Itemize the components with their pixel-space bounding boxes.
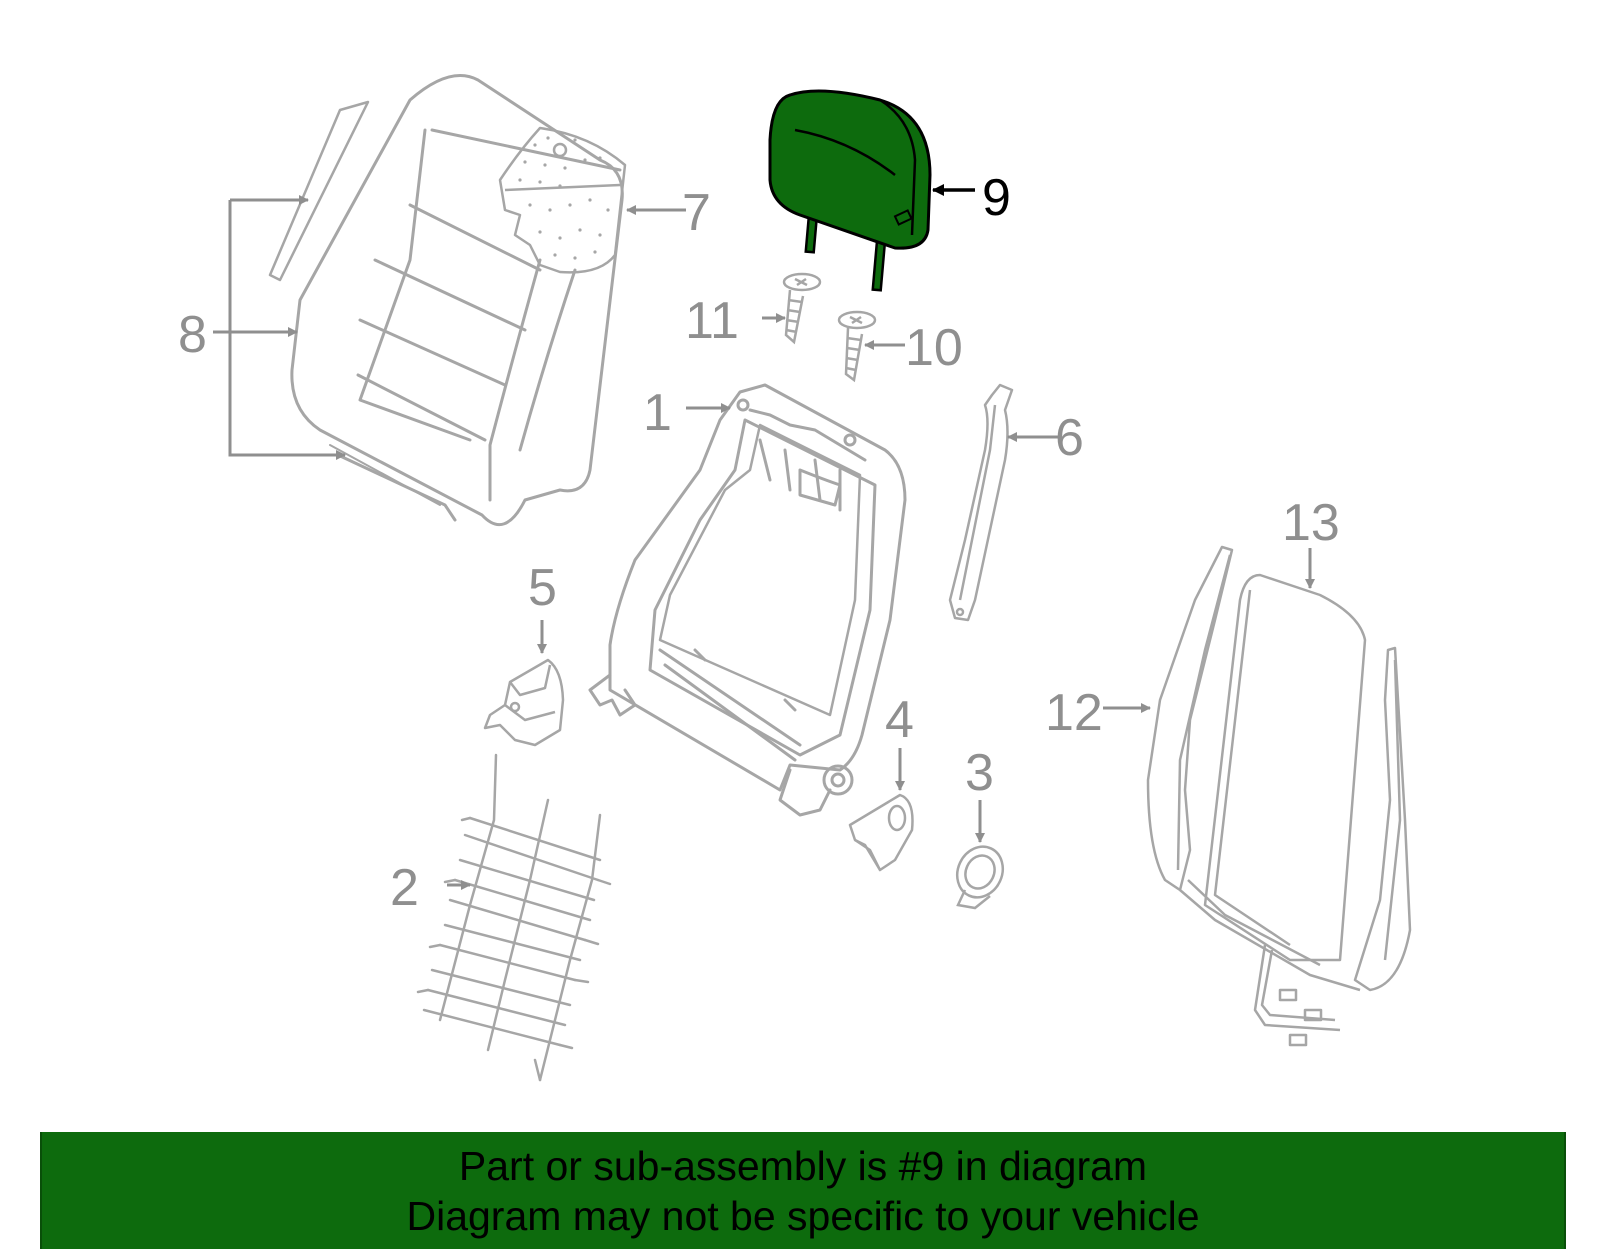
part-9-headrest[interactable] (768, 89, 932, 292)
callout-labels: 8 7 1 11 10 6 5 2 4 3 12 13 9 (178, 169, 1340, 917)
part-4-cover (848, 793, 914, 872)
callout-6: 6 (1055, 409, 1084, 467)
callout-10: 10 (905, 319, 963, 377)
part-10-screw (837, 310, 877, 383)
info-banner: Part or sub-assembly is #9 in diagram Di… (40, 1132, 1566, 1249)
callout-3: 3 (965, 744, 994, 802)
part-13-back-panel (1179, 573, 1412, 1047)
part-3-grommet (955, 845, 1005, 910)
callout-5: 5 (528, 559, 557, 617)
callout-1: 1 (643, 384, 672, 442)
leader-lines (213, 195, 1315, 890)
banner-line-part-number: Part or sub-assembly is #9 in diagram (458, 1142, 1148, 1189)
part-8-seat-back-cover (268, 74, 624, 526)
headrest-button-icon (893, 209, 913, 226)
callout-4: 4 (885, 691, 914, 749)
part-6-trim-strip (948, 383, 1014, 622)
callout-13: 13 (1282, 494, 1340, 552)
part-7-cover-insert (498, 126, 627, 274)
part-1-seat-back-frame (588, 383, 907, 817)
part-12-side-panel (1146, 545, 1234, 892)
banner-line-disclaimer: Diagram may not be specific to your vehi… (406, 1192, 1200, 1239)
callout-9: 9 (982, 169, 1011, 227)
part-5-bracket (483, 658, 565, 747)
callout-8: 8 (178, 306, 207, 364)
part-11-screw (782, 272, 822, 345)
callout-7: 7 (682, 184, 711, 242)
part-2-wire-mat (416, 753, 612, 1082)
callout-2: 2 (390, 859, 419, 917)
callout-11: 11 (685, 292, 739, 350)
callout-12: 12 (1045, 684, 1103, 742)
